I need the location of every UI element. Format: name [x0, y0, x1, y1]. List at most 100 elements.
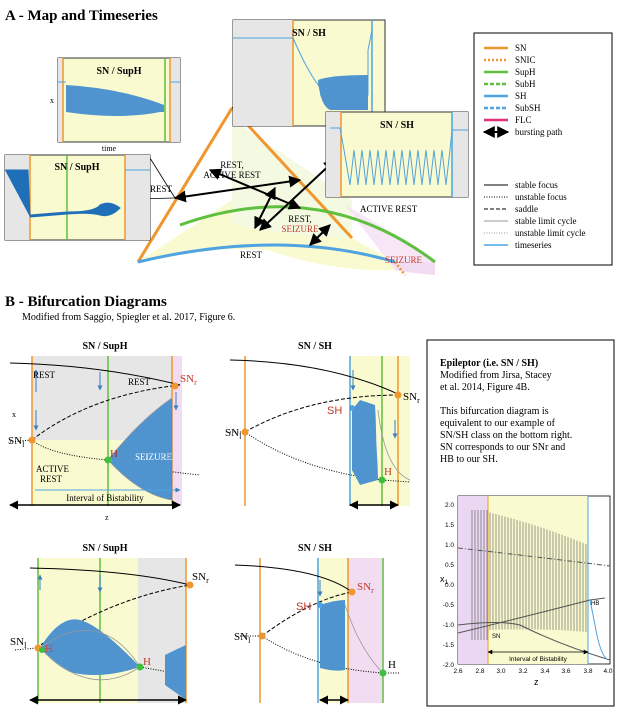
section-a-title: A - Map and Timeseries	[5, 8, 158, 24]
epileptor-x-tick: 3.6	[561, 668, 570, 675]
panel-b4-sh: SH	[296, 601, 311, 613]
inset-1-title: SN / SupH	[96, 66, 141, 77]
epileptor-x-tick: 3.0	[496, 668, 505, 675]
legend-flc: FLC	[515, 115, 532, 125]
epileptor-y-tick: 2.0	[445, 502, 454, 509]
map-label-active-rest: ACTIVE REST	[360, 204, 418, 214]
panel-b1-z-label: z	[105, 513, 109, 522]
panel-b1-rest-1: REST	[33, 370, 56, 380]
epileptor-y-ticks: 2.0 1.5 1.0 0.5 0.0 -0.5 -1.0 -1.5 -2.0	[443, 502, 455, 669]
legend-box: SN SNIC SupH SubH SH SubSH FLC bursting …	[473, 32, 613, 266]
panel-b2-h: H	[384, 466, 392, 478]
panel-b3-sn-suph: SN / SupH SNr SNl H H	[10, 543, 209, 705]
legend-suph: SupH	[515, 67, 536, 77]
section-b-title: B - Bifurcation Diagrams	[5, 294, 167, 310]
panel-b4-h: H	[388, 659, 396, 671]
panel-b4-title: SN / SH	[298, 543, 332, 554]
epileptor-sn-label: SN	[492, 634, 500, 640]
panel-b3-snl: SNl	[10, 636, 27, 650]
epileptor-box: Epileptor (i.e. SN / SH) Modified from J…	[426, 339, 615, 707]
legend-sn: SN	[515, 43, 527, 53]
panel-b1-title: SN / SupH	[82, 341, 127, 352]
epileptor-x-tick: 2.6	[453, 668, 462, 675]
panel-b1-snr: SNr	[180, 373, 197, 387]
panel-b1-bistability: Interval of Bistability	[66, 493, 144, 503]
epileptor-y-tick: -1.5	[443, 642, 455, 649]
epileptor-source-2: et al. 2014, Figure 4B.	[440, 382, 530, 393]
epileptor-y-tick: 1.0	[445, 542, 454, 549]
legend-lines: stable focus unstable focus saddle stabl…	[484, 180, 585, 250]
inset-1-x-label: time	[102, 144, 117, 153]
inset-sn-sh-right: SN / SH	[325, 111, 469, 198]
epileptor-desc-4: SN corresponds to our SNr and	[440, 442, 565, 453]
section-b-subtitle: Modified from Saggio, Spiegler et al. 20…	[22, 312, 235, 323]
legend-subh: SubH	[515, 79, 536, 89]
legend-unstable-focus: unstable focus	[515, 192, 567, 202]
inset-sn-sh-top: SN / SH	[232, 19, 386, 127]
legend-timeseries: timeseries	[515, 240, 552, 250]
panel-b2-snr: SNr	[403, 391, 420, 405]
panel-b1-h: H	[110, 448, 118, 460]
epileptor-y-tick: -1.0	[443, 622, 455, 629]
epileptor-y-tick: -0.5	[443, 602, 455, 609]
panel-b1-seizure: SEIZURE	[135, 452, 173, 462]
panel-b1-snl: SNl	[8, 435, 25, 449]
bifurcation-map: REST REST, ACTIVE REST REST, SEIZURE ACT…	[89, 82, 436, 276]
map-label-rest-active-rest-2: ACTIVE REST	[203, 170, 261, 180]
legend-stable-focus: stable focus	[515, 180, 558, 190]
legend-sh: SH	[515, 91, 527, 101]
map-label-rest-left: REST	[150, 184, 173, 194]
map-label-seizure: SEIZURE	[385, 255, 423, 265]
map-label-rest-seizure-1: REST,	[288, 214, 312, 224]
panel-b2-snl: SNl	[225, 427, 242, 441]
legend-unstable-limit-cycle: unstable limit cycle	[515, 228, 585, 238]
epileptor-x-tick: 3.4	[540, 668, 549, 675]
epileptor-bistability: Interval of Bistability	[509, 656, 568, 663]
epileptor-y-label: x1	[440, 574, 449, 586]
legend-stable-limit-cycle: stable limit cycle	[515, 216, 576, 226]
epileptor-x-tick: 2.8	[475, 668, 484, 675]
epileptor-title: Epileptor (i.e. SN / SH)	[440, 358, 538, 369]
panel-b1-active-2: REST	[40, 474, 63, 484]
panel-b1-active-1: ACTIVE	[36, 464, 69, 474]
inset-1-y-label: x	[50, 96, 54, 105]
epileptor-hb-label: HB	[591, 601, 599, 607]
inset-4-title: SN / SH	[380, 120, 414, 131]
panel-b2-sn-sh: SN / SH SH SNr SNl H	[225, 341, 420, 510]
panel-b3-title: SN / SupH	[82, 543, 127, 554]
inset-2-title: SN / SupH	[54, 162, 99, 173]
legend-bursting-path: bursting path	[515, 127, 563, 137]
panel-b3-h2: H	[143, 656, 151, 668]
panel-b1-x-label: x	[12, 410, 16, 419]
epileptor-x-ticks: 2.6 2.8 3.0 3.2 3.4 3.6 3.8 4.0	[453, 668, 612, 675]
epileptor-y-tick: 0.5	[445, 562, 454, 569]
epileptor-desc-3: SN/SH class on the bottom right.	[440, 430, 572, 441]
epileptor-x-tick: 4.0	[603, 668, 612, 675]
epileptor-y-tick: 0.0	[445, 582, 454, 589]
legend-saddle: saddle	[515, 204, 538, 214]
epileptor-y-tick: -2.0	[443, 662, 455, 669]
map-label-rest-seizure-2: SEIZURE	[282, 224, 320, 234]
panel-b1-rest-2: REST	[128, 377, 151, 387]
epileptor-source-1: Modified from Jirsa, Stacey	[440, 370, 552, 381]
panel-b1-sn-suph: SN / SupH REST REST SNr SNl H SEIZURE AC…	[8, 341, 201, 522]
inset-3-title: SN / SH	[292, 28, 326, 39]
epileptor-desc-5: HB to our SH.	[440, 454, 498, 465]
epileptor-x-tick: 3.2	[518, 668, 527, 675]
legend-snic: SNIC	[515, 55, 536, 65]
panel-b4-sn-sh: SN / SH SH SNr SNl H	[234, 543, 400, 705]
map-label-rest-active-rest-1: REST,	[220, 160, 244, 170]
map-label-rest-bottom: REST	[240, 250, 263, 260]
epileptor-desc-2: equivalent to our example of	[440, 418, 556, 429]
panel-b4-snr: SNr	[357, 581, 374, 595]
panel-b4-snl: SNl	[234, 631, 251, 645]
epileptor-x-label: z	[534, 677, 539, 687]
epileptor-x-tick: 3.8	[583, 668, 592, 675]
inset-sn-suph-top: SN / SupH x time	[50, 57, 181, 153]
legend-subsh: SubSH	[515, 103, 541, 113]
panel-b3-h1: H	[45, 643, 53, 655]
inset-sn-suph-left: SN / SupH	[4, 154, 151, 241]
panel-b2-title: SN / SH	[298, 341, 332, 352]
epileptor-desc-1: This bifurcation diagram is	[440, 406, 549, 417]
